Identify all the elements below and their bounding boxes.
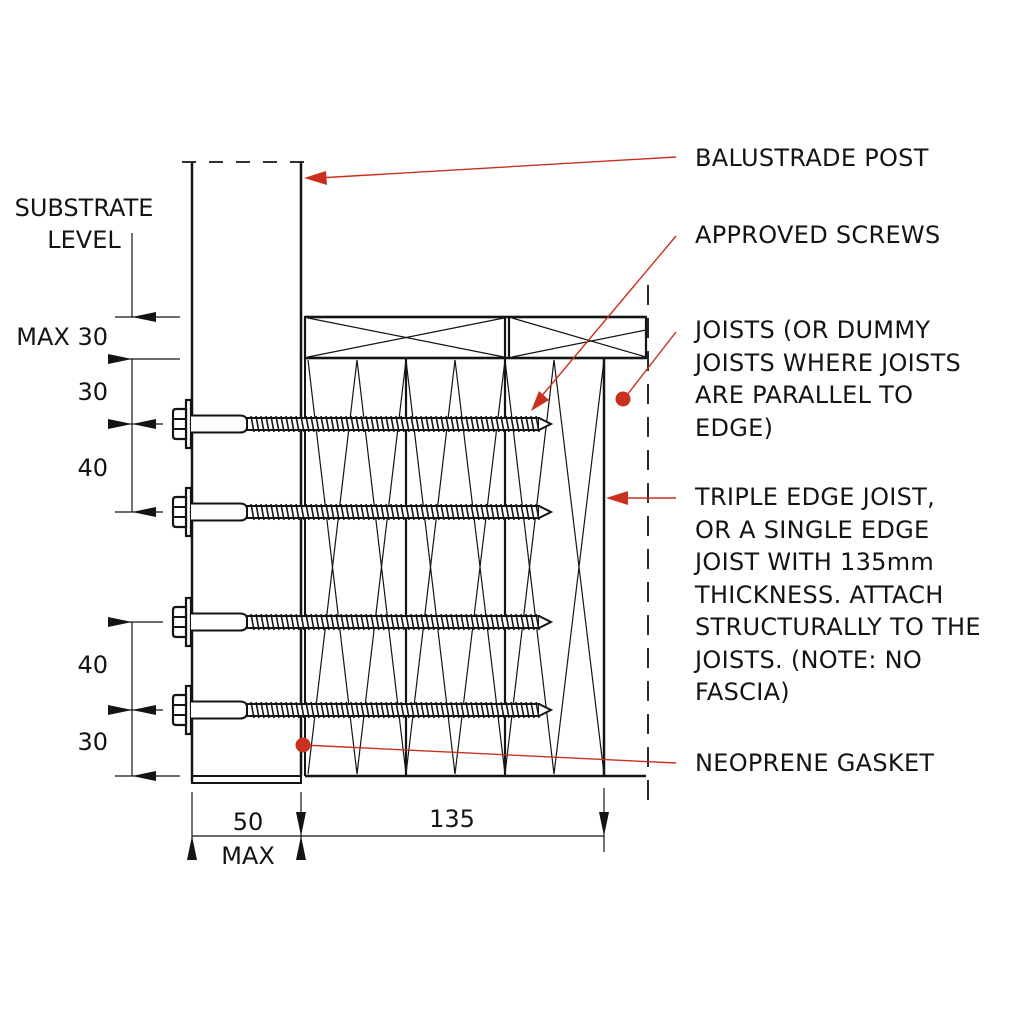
- dim-top40: 40: [77, 454, 108, 482]
- dot-joists: [615, 391, 631, 407]
- arrowhead-triple-edge-joist: [606, 491, 628, 505]
- arrowhead-approved-screws: [531, 391, 549, 411]
- leader-neoprene-gasket: [302, 744, 677, 764]
- arrowhead-balustrade-post: [304, 171, 327, 185]
- label-substrate-level: SUBSTRATE LEVEL: [14, 194, 154, 254]
- label-joists: JOISTS (OR DUMMY JOISTS WHERE JOISTS ARE…: [695, 316, 962, 442]
- dim-max30: MAX 30: [16, 323, 108, 351]
- horizontal-dimensions: [187, 788, 609, 860]
- top-joists: [303, 315, 648, 360]
- leader-approved-screws: [539, 235, 677, 399]
- label-triple-edge-joist: TRIPLE EDGE JOIST, OR A SINGLE EDGE JOIS…: [695, 483, 981, 706]
- label-neoprene-gasket: NEOPRENE GASKET: [695, 749, 935, 777]
- dot-neoprene-gasket: [295, 737, 311, 753]
- screw-2: [171, 486, 553, 538]
- dim-post-width: 50 MAX: [221, 808, 275, 870]
- leader-lines: [295, 156, 677, 764]
- label-balustrade-post: BALUSTRADE POST: [695, 144, 929, 172]
- screw-3: [171, 596, 553, 648]
- leader-balustrade-post: [317, 156, 677, 179]
- dim-bottom40: 40: [77, 651, 108, 679]
- dim-bottom30: 30: [77, 728, 108, 756]
- label-approved-screws: APPROVED SCREWS: [695, 221, 941, 249]
- dim-top30: 30: [77, 378, 108, 406]
- vertical-dimensions: [108, 233, 180, 781]
- dim-joist-width: 135: [429, 805, 475, 833]
- leader-joists: [626, 331, 677, 396]
- balustrade-post: [182, 161, 312, 784]
